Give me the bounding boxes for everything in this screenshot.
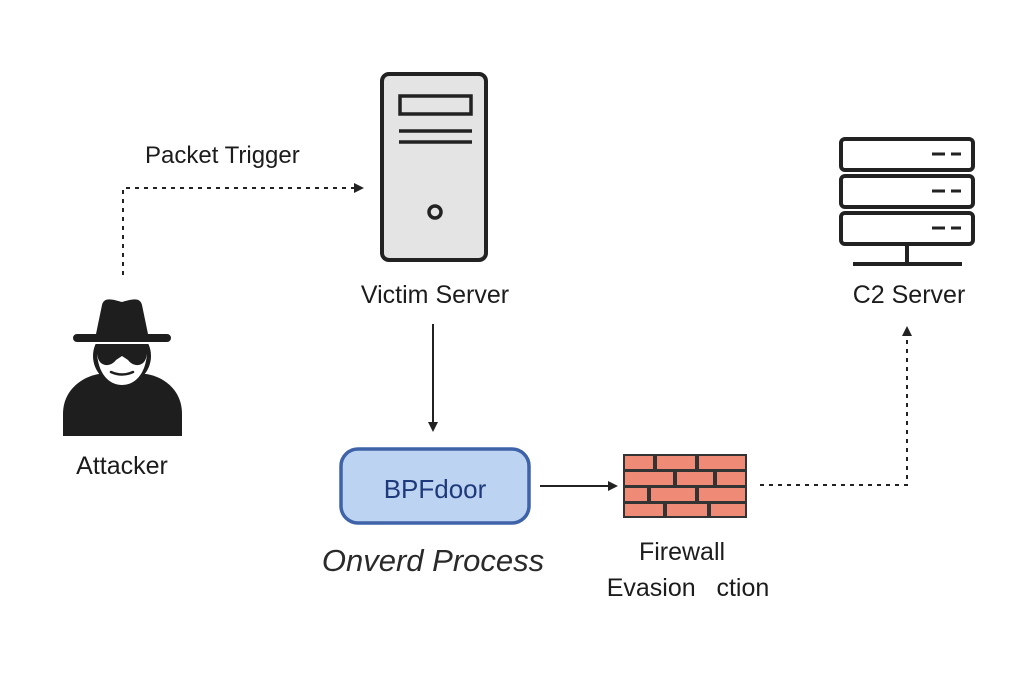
server-tower-icon: [380, 72, 488, 262]
edge-firewall-to-c2: [760, 326, 912, 486]
bpfdoor-label: BPFdoor: [383, 474, 487, 504]
process-caption: Onverd Process: [321, 543, 545, 578]
firewall-label-line1: Firewall: [638, 538, 726, 566]
edge-attacker-to-victim: [122, 183, 364, 275]
attacker-icon: [63, 299, 182, 436]
bpfdoor-process-box: [339, 447, 531, 525]
attacker-label: Attacker: [76, 452, 168, 480]
brick-wall-icon: [623, 454, 747, 518]
edge-label-packet-trigger: Packet Trigger: [145, 142, 300, 169]
server-rack-icon: [839, 137, 975, 266]
victim-server-label: Victim Server: [360, 281, 510, 309]
c2-server-label: C2 Server: [852, 281, 966, 309]
firewall-label-line2: Evasion ction: [606, 574, 770, 602]
